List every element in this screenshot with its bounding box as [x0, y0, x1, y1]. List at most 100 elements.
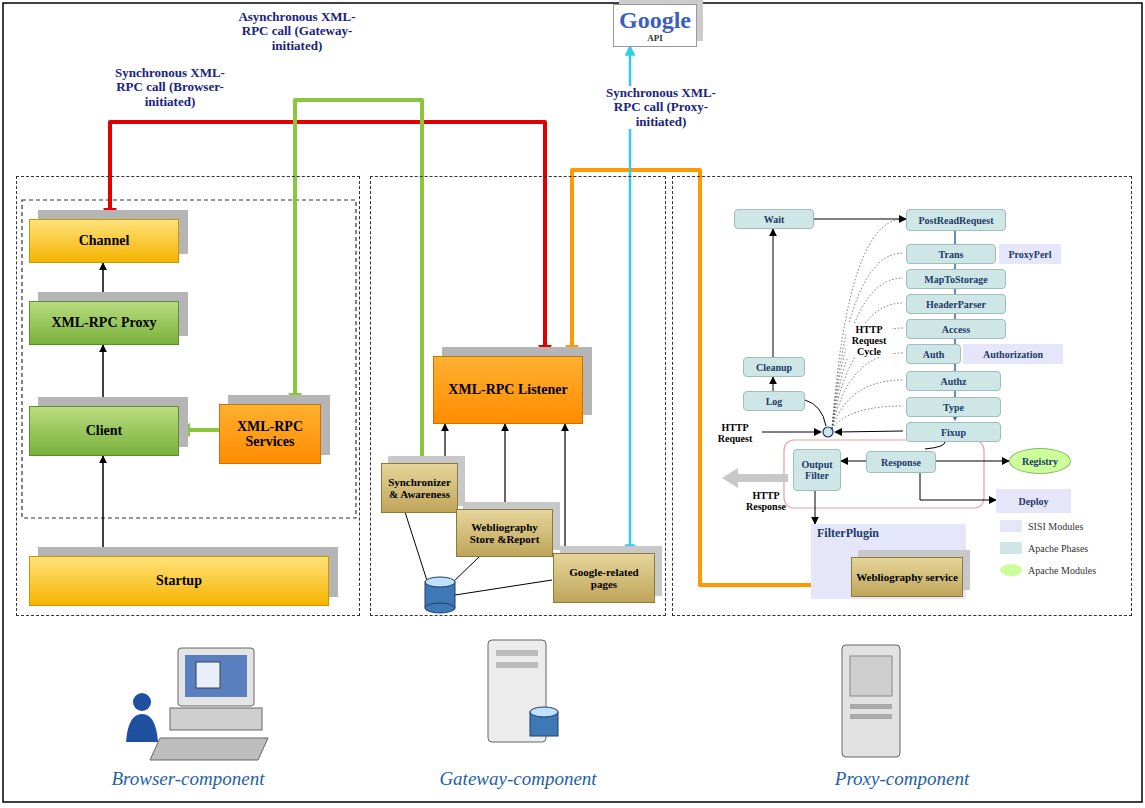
request-line — [762, 432, 818, 433]
sisi-module: Deploy — [996, 489, 1071, 513]
server-case — [842, 645, 900, 757]
node-label: Response — [881, 457, 921, 468]
apache-phase: Fixup — [906, 422, 1001, 442]
connector — [773, 377, 774, 391]
module-box: Client — [29, 406, 179, 456]
legend-item: Apache Modules — [1000, 564, 1096, 576]
cycle-curve — [832, 219, 903, 429]
node-label: PostReadRequest — [919, 215, 994, 226]
arrow-head — [834, 428, 842, 436]
connector — [814, 219, 906, 220]
node-label: Google-related pages — [557, 566, 651, 590]
http-label: HTTP Request — [712, 422, 758, 444]
node-label: Log — [766, 396, 783, 407]
http-label: HTTP Response — [740, 490, 792, 512]
connector — [564, 424, 565, 553]
call-label: Synchronous XML-RPC call (Proxy-initiate… — [596, 86, 726, 129]
node-label: Type — [943, 402, 964, 413]
listener-box: XML-RPC Listener — [433, 356, 583, 424]
module-box: Channel — [29, 219, 179, 263]
server-icon — [842, 645, 900, 757]
call-label: Asynchronous XML-RPC call (Gateway-initi… — [232, 10, 362, 53]
sisi-module: Authorization — [963, 344, 1063, 364]
node-label: Synchronizer & Awareness — [385, 476, 454, 500]
apache-phase: PostReadRequest — [906, 209, 1006, 231]
apache-phase: Output Filter — [793, 449, 841, 491]
sisi-module: FilterPluginWebliography service — [811, 524, 966, 599]
response-arrow-shape — [722, 468, 788, 488]
desktop-base — [170, 708, 262, 730]
cycle-curve — [832, 406, 903, 429]
connector — [815, 491, 816, 524]
connector — [179, 428, 219, 432]
node-label: Authz — [940, 376, 966, 387]
apache-module: Registry — [1009, 448, 1071, 474]
node-label: Google — [619, 7, 691, 33]
module-box: XML-RPC Proxy — [29, 301, 179, 345]
legend-item: Apache Phases — [1000, 542, 1088, 554]
node-label: XML-RPC Services — [224, 419, 316, 450]
legend-text: SISI Modules — [1028, 521, 1083, 532]
apache-phase: Cleanup — [743, 357, 805, 377]
apache-phase: Response — [866, 451, 936, 473]
drive-slot — [850, 714, 892, 719]
outer-frame — [3, 3, 1142, 802]
db-link — [455, 580, 552, 595]
connector — [102, 456, 104, 556]
node-label: Webliography service — [856, 571, 958, 583]
legend-text: Apache Modules — [1028, 565, 1096, 576]
node-label: MapToStorage — [924, 274, 988, 285]
connector — [504, 424, 505, 509]
legend-item: SISI Modules — [1000, 520, 1083, 532]
node-label: FilterPlugin — [817, 527, 879, 540]
screen-window — [196, 662, 220, 688]
api-logo-box: GoogleAPI — [613, 4, 697, 47]
node-label: Auth — [923, 349, 945, 360]
node-label: Wait — [764, 214, 785, 225]
service-box: XML-RPC Services — [219, 404, 321, 464]
apache-phase: HeaderParser — [906, 294, 1006, 314]
inner-boundary — [22, 200, 356, 518]
node-label: Trans — [939, 249, 964, 260]
server-panel — [850, 656, 892, 696]
node-label: Cleanup — [756, 362, 792, 373]
drive-slot — [496, 650, 538, 656]
fixup-to-hub — [838, 431, 903, 432]
server-db-top — [530, 707, 558, 717]
call-label: Synchronous XML-RPC call (Browser-initia… — [105, 66, 235, 109]
module-box: Startup — [29, 556, 329, 606]
cycle-curve — [832, 303, 903, 429]
cycle-hub — [823, 427, 833, 437]
component-label: Proxy-component — [673, 769, 1131, 790]
node-label: Webliography Store &Report — [460, 521, 549, 545]
db-link — [405, 512, 430, 590]
sisi-module: ProxyPerl — [999, 244, 1061, 264]
apache-phase: Wait — [734, 209, 814, 229]
connector — [841, 461, 866, 462]
component-region: Gateway-componentXML-RPC ListenerSynchro… — [370, 176, 666, 616]
node-label: API — [647, 34, 663, 44]
node-label: Registry — [1022, 456, 1058, 467]
component-label: Browser-component — [17, 769, 359, 790]
screen — [185, 655, 247, 697]
connector — [572, 170, 851, 585]
module-box: Google-related pages — [553, 553, 655, 603]
cycle-curve — [832, 380, 903, 429]
legend-swatch — [1000, 542, 1022, 554]
apache-phase: Access — [906, 319, 1006, 339]
legend-swatch — [1000, 520, 1022, 532]
connector — [102, 263, 104, 301]
monitor — [178, 648, 254, 706]
node-label: Channel — [79, 233, 130, 248]
http-label: HTTP Request Cycle — [846, 324, 892, 357]
connector — [936, 461, 1009, 462]
component-region: Browser-componentChannelXML-RPC ProxyCli… — [16, 176, 360, 616]
node-label: Output Filter — [797, 459, 837, 481]
drive-slot — [850, 704, 892, 709]
output-group — [784, 440, 984, 508]
drive-slot — [496, 662, 538, 668]
apache-phase: MapToStorage — [906, 269, 1006, 289]
node-label: XML-RPC Proxy — [51, 315, 156, 330]
keyboard — [150, 738, 268, 760]
apache-phase: Trans — [906, 244, 996, 264]
